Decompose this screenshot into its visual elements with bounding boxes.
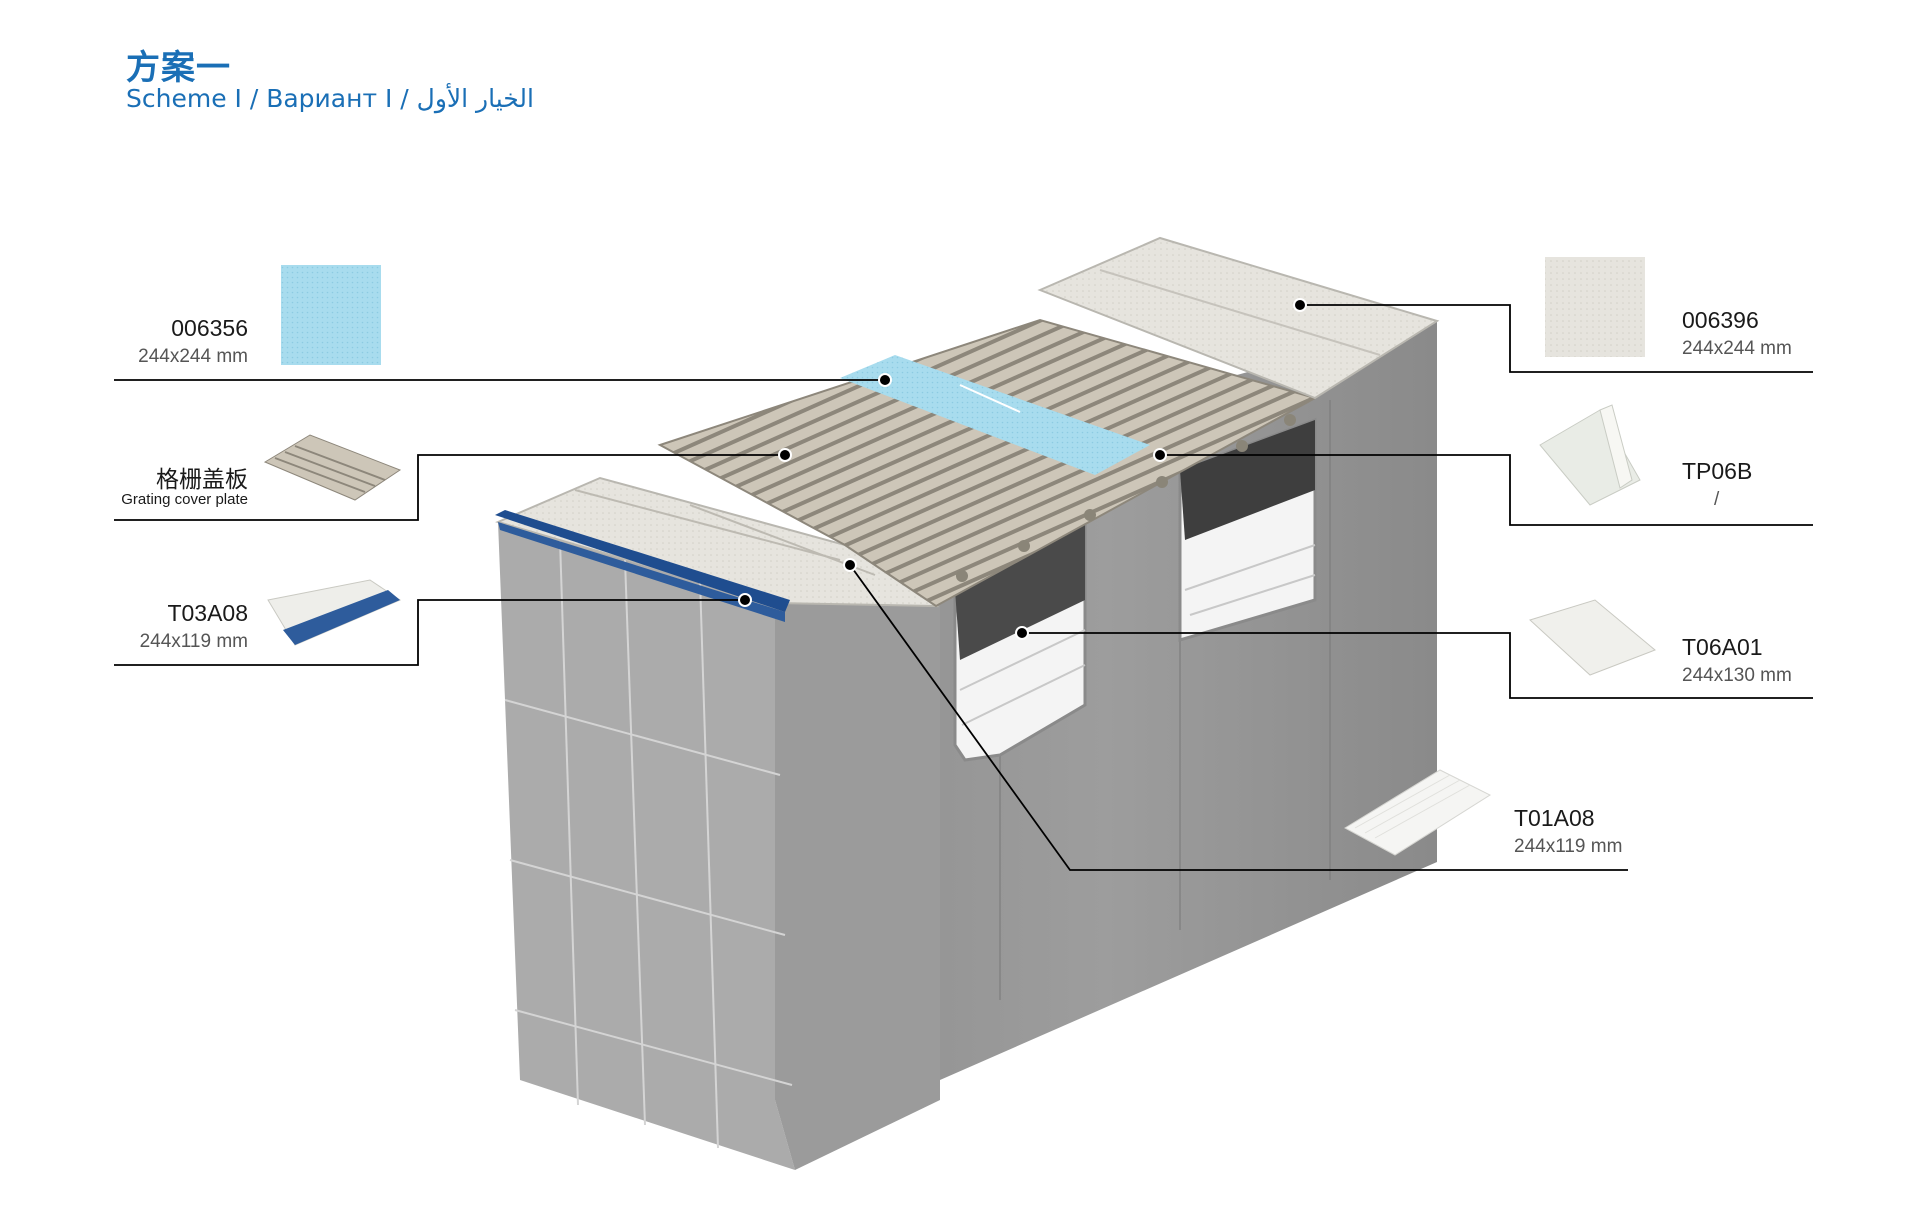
label-grating-zh: 格栅盖板: [156, 467, 248, 493]
top-back-tiles: [1037, 236, 1440, 400]
swatch-t01a08: [1343, 769, 1492, 856]
label-code-006356: 006356: [171, 315, 248, 341]
label-dim-t03a08: 244x119 mm: [139, 631, 248, 652]
label-code-t06a01: T06A01: [1682, 634, 1763, 660]
label-code-tp06b: TP06B: [1682, 458, 1753, 484]
scheme-title-multilang: Scheme I / Вариант I / الخيار الأول: [126, 84, 534, 113]
label-code-006396: 006396: [1682, 307, 1759, 333]
label-code-t01a08: T01A08: [1514, 805, 1595, 831]
swatch-006356: [281, 265, 381, 365]
label-grating-en: Grating cover plate: [121, 491, 248, 508]
label-dim-t06a01: 244x130 mm: [1682, 665, 1792, 686]
label-code-t03a08: T03A08: [167, 600, 248, 626]
swatch-t03a08: [267, 579, 402, 646]
grating-support-bolts: [956, 414, 1296, 582]
label-dim-tp06b: /: [1714, 489, 1720, 510]
blue-edge-nosing: [495, 510, 790, 612]
swatch-tp06b: [1539, 404, 1641, 506]
swatch-006396: [1545, 257, 1645, 357]
scheme-title-zh: 方案一: [126, 48, 231, 88]
label-dim-t01a08: 244x119 mm: [1514, 836, 1623, 857]
label-dim-006356: 244x244 mm: [138, 346, 248, 367]
blue-mosaic-strip: [840, 355, 1150, 475]
label-dim-006396: 244x244 mm: [1682, 338, 1792, 359]
swatch-grating: [263, 434, 402, 501]
leader-lines: [114, 304, 1813, 871]
swatch-t06a01: [1529, 599, 1656, 676]
callout-dots: [738, 298, 1307, 640]
front-end-wall: [498, 522, 795, 1170]
grating-cover-plate: [657, 318, 1318, 608]
